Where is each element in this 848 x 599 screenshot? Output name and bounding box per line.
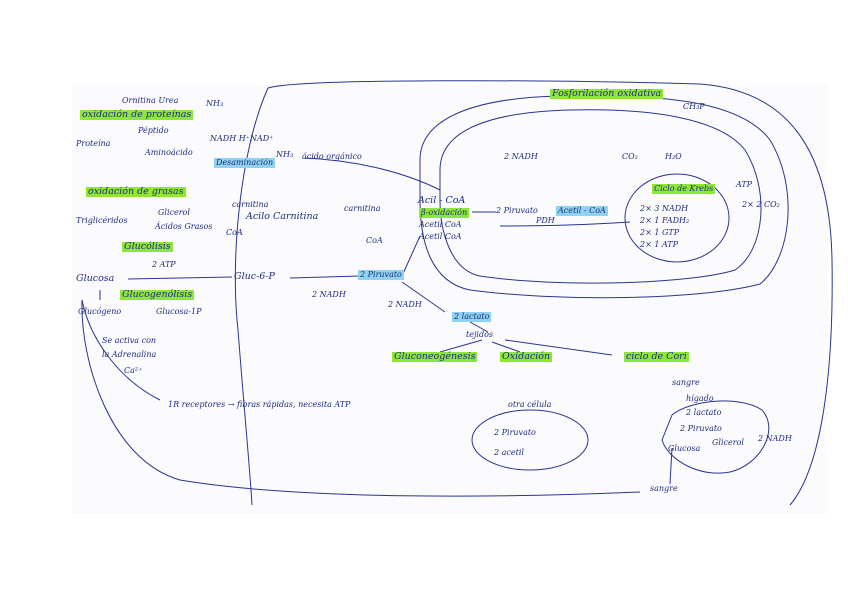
krebs-fadh2: 2× 1 FADH₂: [640, 216, 690, 225]
paper-sheet: [72, 84, 828, 514]
glucosa-to-sangre: [669, 447, 673, 485]
coa-right-label: CoA: [366, 236, 383, 245]
arrow-tejidos-cori: [504, 339, 613, 356]
glucosa-1p-label: Glucosa-1P: [156, 307, 202, 316]
glucogenolisis-title: Glucogenólisis: [120, 289, 195, 300]
arrow-piruvato-lactato: [401, 281, 446, 313]
pdh-label: PDH: [536, 216, 555, 225]
krebs-co2-label: 2× 2 CO₂: [742, 200, 780, 209]
co2-label: CO₂: [622, 152, 638, 161]
nadh-h-label: NADH H⁺: [210, 134, 250, 143]
ornitina-urea-label: Ornitina Urea: [122, 96, 179, 105]
glucolisis-title: Glucólisis: [122, 241, 173, 252]
arrow-lactato-tejidos: [469, 321, 489, 333]
oxidacion-grasas-title: oxidación de grasas: [86, 186, 186, 197]
peptido-label: Péptido: [138, 126, 169, 135]
carnitina-right-label: carnitina: [344, 204, 381, 213]
gluconeogenesis-title: Gluconeogénesis: [392, 351, 478, 362]
liver-ring: [661, 400, 770, 474]
krebs-nadh: 2× 3 NADH: [640, 204, 689, 213]
tejidos-label: tejidos: [466, 330, 494, 339]
nh3-mid-label: NH₃: [276, 150, 294, 159]
oxidacion-title: Oxidación: [500, 351, 553, 362]
return-loop: [81, 299, 641, 497]
acilo-carnitina-label: Acilo Carnitina: [246, 211, 319, 222]
glucosa-h-label: Glucosa: [668, 444, 701, 453]
acidos-grasos-label: Ácidos Grasos: [155, 222, 213, 231]
se-activa-text: Se activa con: [102, 336, 157, 345]
sangre-bottom-label: sangre: [650, 484, 678, 493]
oxidacion-proteinas-title: oxidación de proteínas: [80, 109, 194, 120]
atp-chain-label: ATP: [736, 180, 753, 189]
two-nadh-left-label: 2 NADH: [312, 290, 346, 299]
receptores-label: 1R receptores → fibras rápidas, necesita…: [168, 400, 351, 409]
carnitina-left-label: carnitina: [232, 200, 269, 209]
aminoacido-label: Aminoácido: [145, 148, 193, 157]
krebs-title: Ciclo de Krebs: [652, 184, 716, 194]
ca2-label: Ca²⁺: [124, 366, 143, 375]
desaminacion-label: Desaminación: [214, 158, 276, 168]
two-nadh-lactato-label: 2 NADH: [388, 300, 422, 309]
arrow-acidoorg: [304, 157, 441, 191]
sangre-top-label: sangre: [672, 378, 700, 387]
proteina-label: Proteína: [76, 139, 111, 148]
fosforilacion-title: Fosforilación oxidativa: [550, 88, 664, 99]
two-nadh-ox-label: 2 NADH: [504, 152, 538, 161]
glucosa-6p-label: Gluc-6-P: [234, 271, 275, 282]
ch3p-label: CH₃P: [683, 102, 705, 111]
glucosa-label: Glucosa: [76, 273, 115, 284]
otra-celula-label: otra célula: [508, 400, 552, 409]
arrow-g6p-piruvato: [289, 275, 361, 279]
lactato-label: 2 lactato: [452, 312, 492, 322]
krebs-atp: 2× 1 ATP: [640, 240, 679, 249]
krebs-cycle-ring: [624, 173, 730, 263]
arrow-piruvato-acetil: [401, 235, 421, 277]
piruvato-label: 2 Piruvato: [358, 270, 404, 280]
glicerol-label: Glicerol: [158, 208, 190, 217]
inner-curve-left: [234, 87, 269, 506]
arrow-tejidos-gluco: [439, 339, 483, 353]
glicerol-h-label: Glicerol: [712, 438, 744, 447]
two-piruvato-cell-label: 2 Piruvato: [494, 428, 536, 437]
acil-coa-label: Acil - CoA: [418, 195, 466, 206]
arrow-glucosa-g6p: [127, 276, 233, 280]
acetil-coa-label: Acetil CoA: [419, 220, 462, 229]
arrow-tejidos-oxid: [491, 341, 521, 353]
trigliceridos-label: Triglicéridos: [76, 216, 128, 225]
two-piruvato-h-label: 2 Piruvato: [680, 424, 722, 433]
two-atp-label: 2 ATP: [152, 260, 176, 269]
acetil-coa-pdh-label: Acetil - CoA: [556, 206, 608, 216]
coa-left-label: CoA: [226, 228, 243, 237]
two-acetil-label: 2 acetil: [494, 448, 524, 457]
cell-membrane: [267, 80, 833, 506]
two-nadh-h-label: 2 NADH: [758, 434, 792, 443]
two-lactato-h-label: 2 lactato: [686, 408, 722, 417]
glucogeno-label: Glucógeno: [78, 307, 122, 316]
adrenalina-text: la Adrenalina: [102, 350, 157, 359]
acido-organico-label: ácido orgánico: [302, 152, 362, 161]
acetil-coa-inner-label: Acetil CoA: [419, 232, 462, 241]
two-piruvato-ox-label: 2 Piruvato: [496, 206, 538, 215]
ciclo-cori-title: ciclo de Cori: [624, 351, 689, 362]
mitochondria-inner: [439, 109, 762, 284]
other-cell-ring: [471, 409, 589, 471]
higado-label: hígado: [686, 394, 714, 403]
krebs-gtp: 2× 1 GTP: [640, 228, 680, 237]
beta-oxidacion-label: β-oxidación: [419, 208, 470, 218]
arrow-acetil-krebs: [499, 221, 631, 227]
h2o-label: H₂O: [665, 152, 682, 161]
nad-plus-label: NAD⁺: [250, 134, 274, 143]
nh3-top-label: NH₃: [206, 99, 224, 108]
mitochondria-outer: [419, 95, 789, 299]
